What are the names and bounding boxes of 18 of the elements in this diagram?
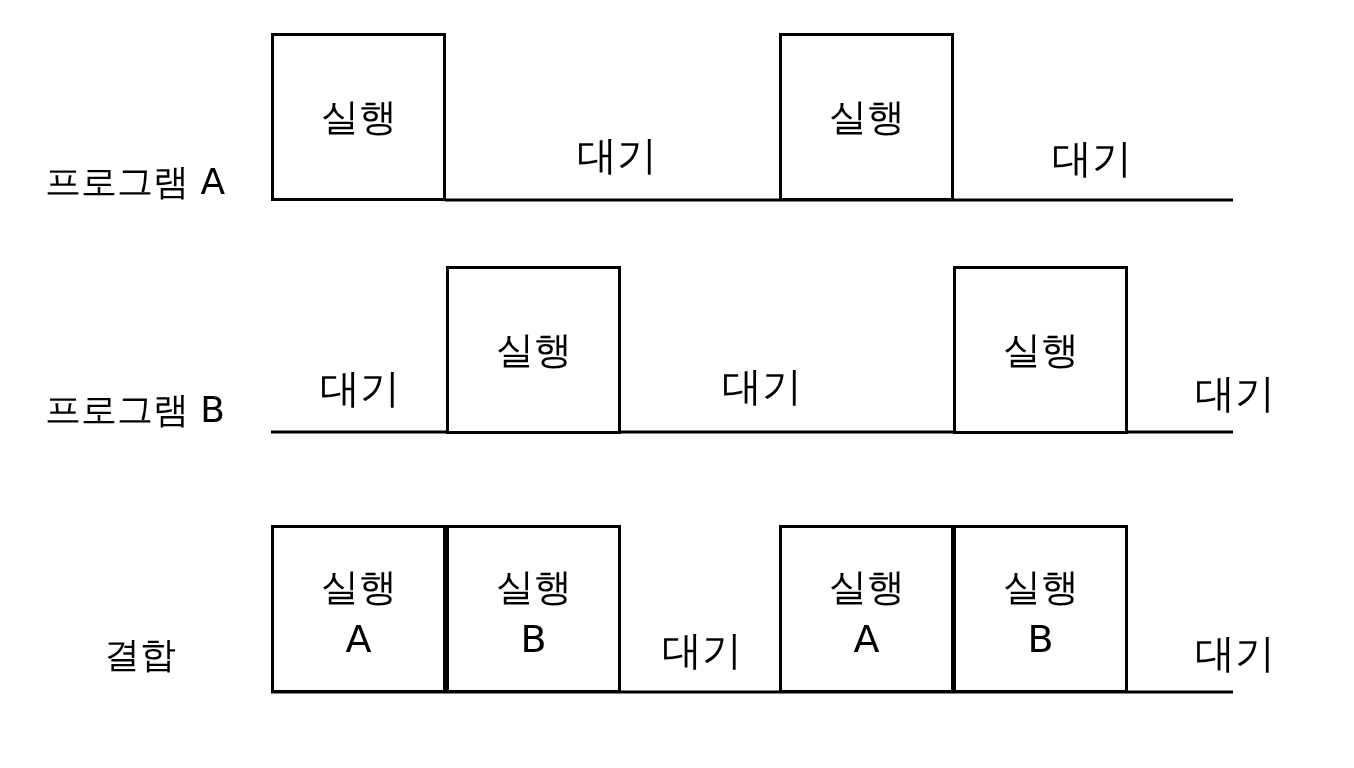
process-box: 실행 bbox=[953, 266, 1128, 434]
row-label: 결합 bbox=[104, 633, 176, 677]
state-label: 대기 bbox=[320, 364, 400, 412]
state-label: 대기 bbox=[1195, 369, 1275, 417]
process-box: 실행 bbox=[446, 266, 621, 434]
row-label: 프로그램 B bbox=[44, 388, 226, 432]
state-label: 대기 bbox=[1052, 134, 1132, 182]
state-label: 대기 bbox=[1195, 629, 1275, 677]
process-box: 실행 bbox=[271, 33, 446, 201]
process-box: 실행 B bbox=[953, 525, 1128, 693]
process-box: 실행 A bbox=[779, 525, 954, 693]
row-label: 프로그램 A bbox=[44, 160, 226, 204]
process-box: 실행 A bbox=[271, 525, 446, 693]
state-label: 대기 bbox=[662, 626, 742, 674]
process-box: 실행 bbox=[779, 33, 954, 201]
state-label: 대기 bbox=[722, 362, 802, 410]
process-box: 실행 B bbox=[446, 525, 621, 693]
state-label: 대기 bbox=[577, 131, 657, 179]
